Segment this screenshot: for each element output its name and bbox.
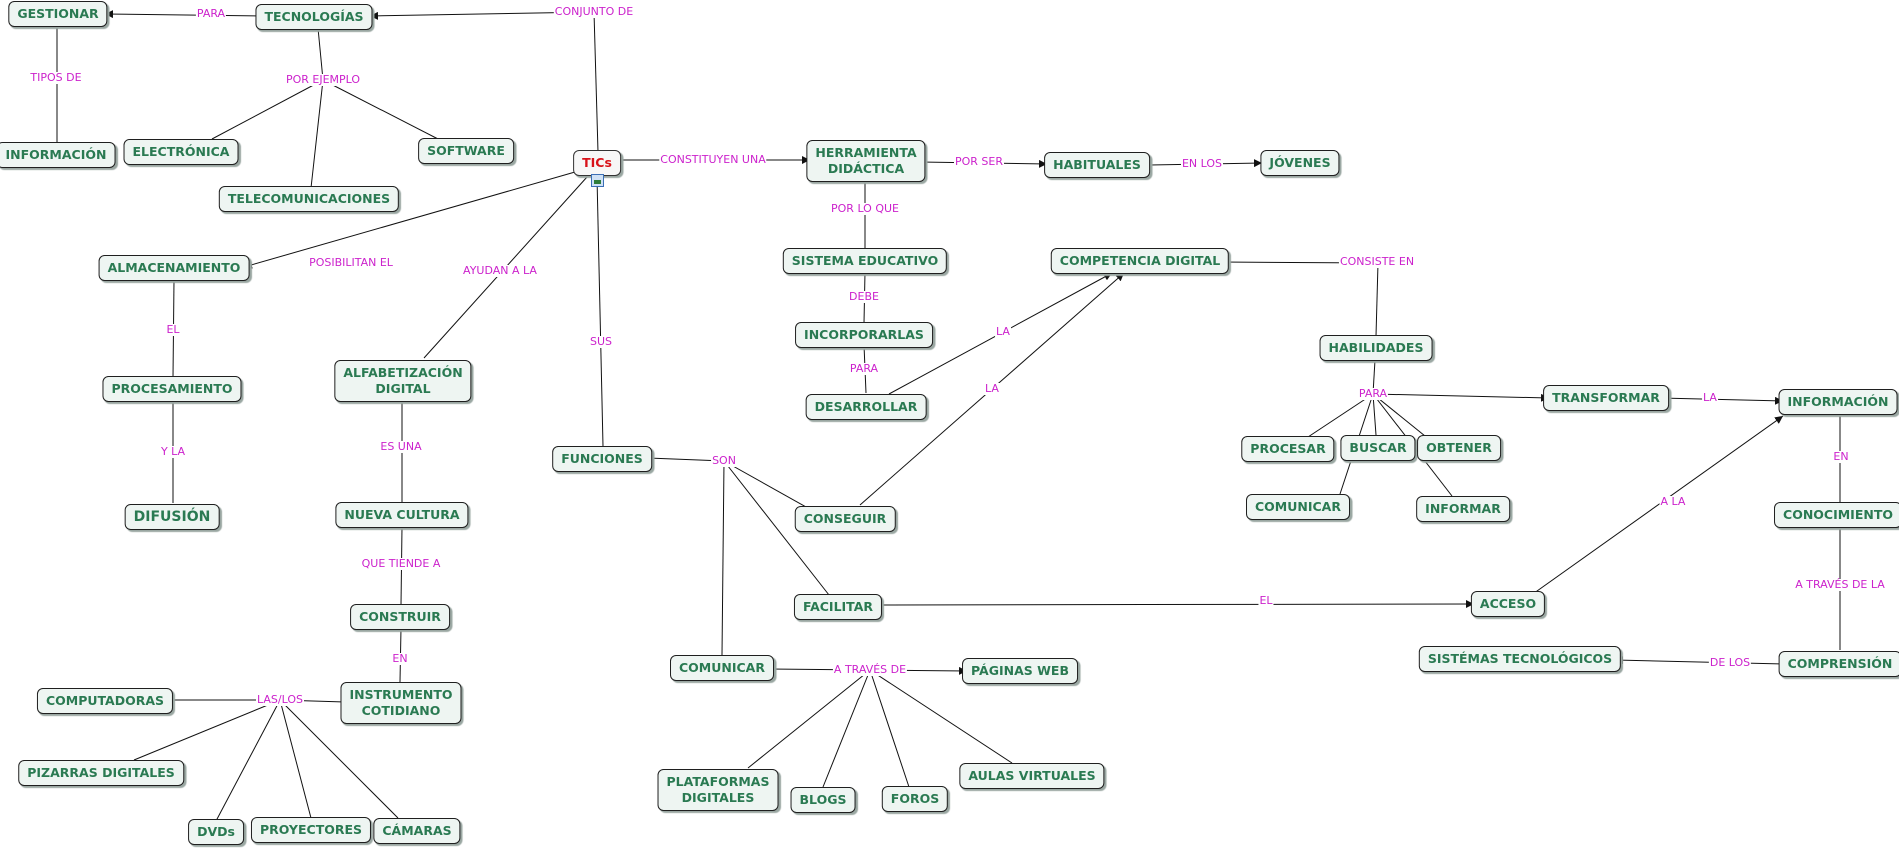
link-label-en-los: EN LOS bbox=[1180, 157, 1224, 170]
node-comprension[interactable]: COMPRENSIÓN bbox=[1778, 651, 1899, 677]
node-pizarras-digitales[interactable]: PIZARRAS DIGITALES bbox=[18, 760, 184, 786]
node-electronica[interactable]: ELECTRÓNICA bbox=[123, 139, 239, 165]
node-foros[interactable]: FOROS bbox=[881, 786, 949, 812]
node-procesamiento[interactable]: PROCESAMIENTO bbox=[102, 376, 242, 402]
link-label-para: PARA bbox=[195, 7, 227, 20]
link-label-la-desarrollar: LA bbox=[995, 325, 1011, 338]
link-label-constituyen-una: CONSTITUYEN UNA bbox=[659, 153, 767, 166]
node-procesar[interactable]: PROCESAR bbox=[1241, 436, 1335, 462]
link-label-por-ser: POR SER bbox=[953, 155, 1005, 168]
link-label-de-los: DE LOS bbox=[1708, 656, 1752, 669]
node-sistema-educativo[interactable]: SISTEMA EDUCATIVO bbox=[782, 248, 948, 274]
node-computadoras[interactable]: COMPUTADORAS bbox=[36, 688, 174, 714]
node-tics[interactable]: TICs bbox=[573, 150, 621, 176]
link-label-consiste-en: CONSISTE EN bbox=[1338, 255, 1416, 268]
node-blogs[interactable]: BLOGS bbox=[790, 787, 856, 813]
node-obtener[interactable]: OBTENER bbox=[1417, 435, 1501, 461]
link-label-sus: SUS bbox=[588, 335, 614, 348]
node-plataformas-digitales[interactable]: PLATAFORMAS DIGITALES bbox=[657, 769, 779, 811]
link-label-las-los: LAS/LOS bbox=[256, 693, 304, 706]
node-tecnologias[interactable]: TECNOLOGÍAS bbox=[255, 4, 373, 30]
link-label-debe: DEBE bbox=[848, 290, 880, 303]
node-incorporarlas[interactable]: INCORPORARLAS bbox=[795, 322, 933, 348]
link-label-la-conseguir: LA bbox=[984, 382, 1000, 395]
link-label-es-una: ES UNA bbox=[379, 440, 423, 453]
node-funciones[interactable]: FUNCIONES bbox=[552, 446, 652, 472]
node-desarrollar[interactable]: DESARROLLAR bbox=[805, 394, 927, 420]
link-label-la-transformar: LA bbox=[1702, 391, 1718, 404]
node-aulas-virtuales[interactable]: AULAS VIRTUALES bbox=[959, 763, 1105, 789]
node-telecomunicaciones[interactable]: TELECOMUNICACIONES bbox=[218, 186, 400, 212]
node-almacenamiento[interactable]: ALMACENAMIENTO bbox=[98, 255, 250, 281]
node-conseguir[interactable]: CONSEGUIR bbox=[794, 506, 896, 532]
link-label-el-procesamiento: EL bbox=[165, 323, 181, 336]
node-comunicar-funcion[interactable]: COMUNICAR bbox=[670, 655, 774, 681]
node-instrumento-cotidiano[interactable]: INSTRUMENTO COTIDIANO bbox=[340, 682, 462, 724]
node-gestionar[interactable]: GESTIONAR bbox=[8, 1, 108, 27]
link-label-en-instrumento: EN bbox=[391, 652, 409, 665]
node-habilidades[interactable]: HABILIDADES bbox=[1319, 335, 1433, 361]
link-label-en-informacion: EN bbox=[1832, 450, 1850, 463]
link-label-el-acceso: EL bbox=[1258, 594, 1274, 607]
link-label-para-desarrollar: PARA bbox=[848, 362, 880, 375]
node-sistemas-tecnologicos[interactable]: SISTÉMAS TECNOLÓGICOS bbox=[1418, 646, 1622, 672]
node-conocimiento[interactable]: CONOCIMIENTO bbox=[1774, 502, 1899, 528]
node-camaras[interactable]: CÁMARAS bbox=[373, 818, 461, 844]
node-nueva-cultura[interactable]: NUEVA CULTURA bbox=[335, 502, 469, 528]
node-facilitar[interactable]: FACILITAR bbox=[793, 594, 883, 620]
node-acceso[interactable]: ACCESO bbox=[1470, 591, 1546, 617]
node-jovenes[interactable]: JÓVENES bbox=[1260, 150, 1340, 176]
link-label-posibilitan-el: POSIBILITAN EL bbox=[308, 256, 394, 269]
node-comunicar-habilidad[interactable]: COMUNICAR bbox=[1246, 494, 1350, 520]
node-informar[interactable]: INFORMAR bbox=[1416, 496, 1510, 522]
link-label-son: SON bbox=[711, 454, 737, 467]
link-label-a-traves-de-la: A TRAVÉS DE LA bbox=[1794, 578, 1886, 591]
node-construir[interactable]: CONSTRUIR bbox=[350, 604, 450, 630]
link-label-a-la: A LA bbox=[1659, 495, 1687, 508]
node-transformar[interactable]: TRANSFORMAR bbox=[1543, 385, 1669, 411]
image-attachment-icon[interactable] bbox=[591, 174, 604, 187]
link-label-que-tiende-a: QUE TIENDE A bbox=[360, 557, 442, 570]
node-difusion[interactable]: DIFUSIÓN bbox=[124, 504, 220, 530]
link-label-ayudan-a-la: AYUDAN A LA bbox=[462, 264, 538, 277]
node-informacion-left[interactable]: INFORMACIÓN bbox=[0, 142, 116, 168]
node-buscar[interactable]: BUSCAR bbox=[1340, 435, 1416, 461]
node-habituales[interactable]: HABITUALES bbox=[1044, 152, 1150, 178]
node-software[interactable]: SOFTWARE bbox=[418, 138, 514, 164]
link-label-conjunto-de: CONJUNTO DE bbox=[553, 5, 635, 18]
node-competencia-digital[interactable]: COMPETENCIA DIGITAL bbox=[1050, 248, 1230, 274]
node-dvds[interactable]: DVDs bbox=[188, 819, 244, 845]
link-label-para-habilidades: PARA bbox=[1357, 387, 1389, 400]
node-proyectores[interactable]: PROYECTORES bbox=[250, 817, 372, 843]
link-label-por-ejemplo: POR EJEMPLO bbox=[284, 73, 362, 86]
link-label-tipos-de: TIPOS DE bbox=[29, 71, 83, 84]
node-paginas-web[interactable]: PÁGINAS WEB bbox=[962, 658, 1078, 684]
link-label-y-la: Y LA bbox=[159, 445, 187, 458]
link-label-por-lo-que: POR LO QUE bbox=[830, 202, 900, 215]
link-label-a-traves-de: A TRAVÉS DE bbox=[832, 663, 908, 676]
node-alfabetizacion-digital[interactable]: ALFABETIZACIÓN DIGITAL bbox=[334, 360, 472, 402]
node-informacion-right[interactable]: INFORMACIÓN bbox=[1778, 389, 1898, 415]
node-herramienta-didactica[interactable]: HERRAMIENTA DIDÁCTICA bbox=[806, 140, 926, 182]
